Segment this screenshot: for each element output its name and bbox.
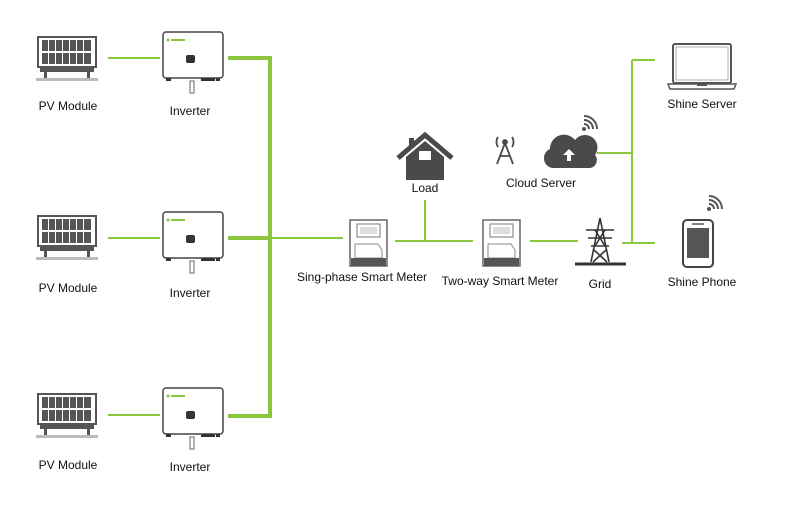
cloud-upload-icon: [543, 134, 598, 168]
wifi-icon: [706, 195, 723, 212]
inverter-icon: [162, 31, 224, 94]
inverter-icon: [162, 211, 224, 274]
inverter-label: Inverter: [170, 286, 211, 300]
pv-module-label: PV Module: [39, 281, 98, 295]
pv-module-icon: [35, 36, 99, 82]
load-label: Load: [412, 181, 439, 195]
smartphone-icon: [682, 219, 714, 268]
inverter-label: Inverter: [170, 460, 211, 474]
cloud-server-label: Cloud Server: [506, 176, 576, 190]
single-meter-label: Sing-phase Smart Meter: [297, 270, 427, 284]
laptop-icon: [666, 43, 738, 90]
single-phase-meter-icon: [349, 219, 388, 267]
pv-module-label: PV Module: [39, 99, 98, 113]
grid-label: Grid: [589, 277, 612, 291]
shine-server-label: Shine Server: [667, 97, 736, 111]
wifi-icon: [581, 115, 598, 132]
connection-lines: [108, 56, 655, 418]
two-way-meter-icon: [482, 219, 521, 267]
antenna-icon: [495, 136, 515, 165]
pv-module-label: PV Module: [39, 458, 98, 472]
inverter-icon: [162, 387, 224, 450]
inverter-label: Inverter: [170, 104, 211, 118]
house-icon: [396, 131, 454, 180]
pv-module-icon: [35, 215, 99, 261]
two-way-meter-label: Two-way Smart Meter: [442, 274, 559, 288]
pv-module-icon: [35, 393, 99, 439]
shine-phone-label: Shine Phone: [668, 275, 737, 289]
power-tower-icon: [575, 217, 626, 266]
